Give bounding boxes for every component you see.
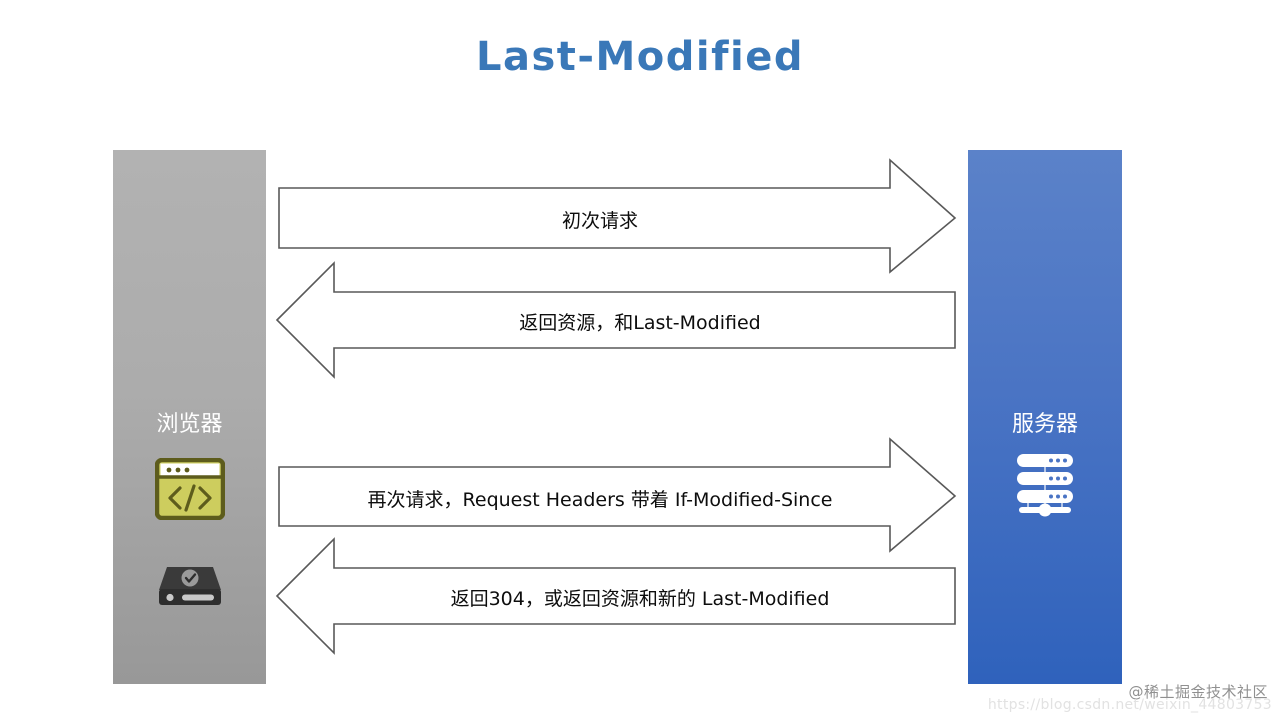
watermark-url: https://blog.csdn.net/weixin_44803753 (987, 697, 1272, 713)
browser-actor-column: 浏览器 (113, 150, 266, 684)
server-actor-column: 服务器 (968, 150, 1122, 684)
arrow-label-return-resource: 返回资源，和Last-Modified (519, 312, 761, 334)
arrow-left-return-resource (275, 261, 956, 379)
page-title: Last-Modified (475, 34, 804, 80)
code-window-icon (154, 457, 225, 521)
arrow-label-initial-request: 初次请求 (561, 210, 638, 232)
server-rack-icon (1014, 452, 1076, 520)
browser-actor-label: 浏览器 (156, 412, 223, 437)
hard-disk-icon (157, 563, 223, 609)
arrow-left-304-response (275, 537, 956, 655)
arrow-label-304-response: 返回304，或返回资源和新的 Last-Modified (450, 588, 830, 610)
arrow-label-revalidate-request: 再次请求，Request Headers 带着 If-Modified-Sinc… (367, 489, 833, 511)
watermark-brand: @稀土掘金技术社区 (1128, 683, 1268, 701)
arrow-right-revalidate-request (278, 437, 957, 553)
arrow-right-initial-request (278, 158, 957, 274)
server-actor-label: 服务器 (1011, 412, 1078, 437)
